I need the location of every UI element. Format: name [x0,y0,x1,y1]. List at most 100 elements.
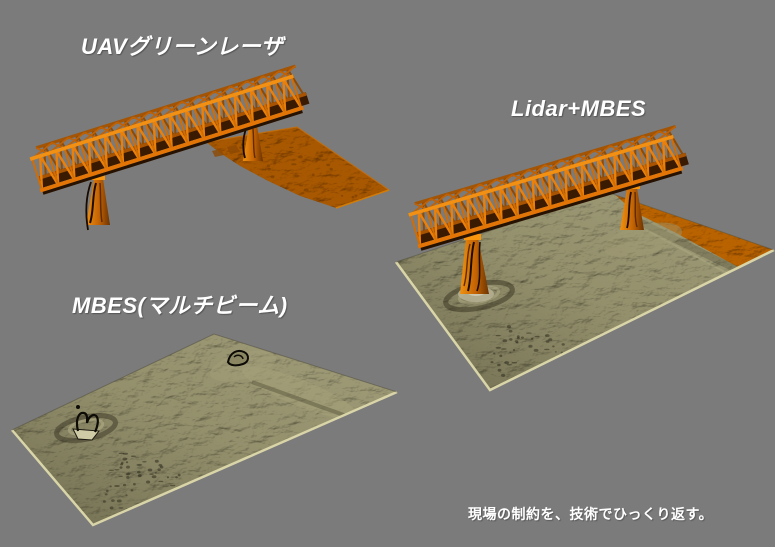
rubble-dot [122,483,127,487]
rubble-dot [109,506,114,510]
lidar-bridge-truss [408,125,689,251]
rubble-dot [106,489,109,493]
lidar-shoreline-strip [611,192,774,288]
mesh-cut-edge-highlight [394,248,775,392]
uav-pier-left [85,175,110,231]
rubble-dot [177,473,181,477]
rubble-dot [501,373,506,377]
rubble-dot [533,348,539,352]
rubble-dot [298,185,304,187]
rubble-dot [502,339,508,343]
strip-front-edge [335,189,390,209]
rubble-dot [294,174,299,178]
rubble-dot [154,459,159,463]
rubble-dot [545,340,550,343]
rubble-dot [508,329,513,333]
rubble-speckles [490,325,565,377]
lidar-mbes-render [394,125,775,392]
rubble-dot [154,472,157,474]
pier-knoll [209,350,277,382]
rubble-dot [160,465,164,469]
rubble-dot [114,485,120,487]
near-bottom-chord [39,105,304,193]
rubble-dot [507,325,511,329]
rubble-dot [136,463,143,466]
ridge-shadow [251,380,353,420]
rubble-dot [512,349,516,351]
rubble-dot [509,351,512,353]
rubble-dot [108,469,115,471]
rubble-dot [149,473,154,475]
rubble-dot [175,476,178,479]
rubble-dot [109,485,112,488]
rubble-dot [137,474,142,478]
rubble-dot [289,146,294,149]
uav-pier-right [242,122,263,161]
rubble-dot [511,362,518,364]
rubble-dot [126,472,130,476]
near-top-chord [408,134,674,217]
rubble-dot [130,455,136,457]
rubble-dot [146,480,151,484]
near-bottom-chord [417,166,684,249]
rubble-dot [118,507,124,509]
vertical-posts [31,76,303,191]
rubble-dot [318,154,323,158]
hanging-cable [242,128,247,159]
lidar-terrain-shading [396,192,774,390]
rubble-dot [270,175,275,179]
rubble-dot [102,500,106,503]
rubble-dot [520,336,524,339]
rubble-dot [514,340,519,343]
rubble-dot [266,164,270,168]
rubble-dot [504,361,510,365]
lidar-pier-left [458,234,494,302]
rubble-dot [122,452,129,455]
rubble-dot [126,475,130,479]
pier-remnant-right [226,349,249,367]
rubble-dot [326,163,330,167]
rubble-dot [528,344,533,348]
rubble-dot [499,354,503,358]
rubble-dot [137,470,141,474]
rubble-dot [298,155,303,159]
rubble-dot [147,468,153,472]
rubble-dot [291,163,297,166]
rubble-dot [526,332,532,334]
rubble-dot [130,489,134,492]
top-lateral-bracing [31,65,296,160]
mesh-back-edge [11,333,398,431]
rubble-dot [264,146,271,149]
rubble-dot [315,198,321,200]
rubble-dot [301,160,306,162]
near-top-chord [29,74,294,161]
rubble-dot [125,461,129,464]
mbes-render [11,333,398,527]
rubble-dot [329,167,333,171]
pier-remnant-left [72,405,100,441]
rubble-dot [329,205,335,208]
rubble-speckles [102,452,184,519]
rubble-dot [133,482,136,486]
rubble-dot [151,475,157,479]
rubble-dot [561,343,565,346]
rubble-dot [493,352,496,355]
uav-bridge-truss [29,64,310,195]
rubble-dot [327,189,330,192]
rubble-dot [509,338,513,341]
mesh-cut-edge-highlight [11,390,398,527]
rubble-dot [548,338,553,342]
rubble-dot [268,134,274,136]
rubble-dot [170,484,176,487]
rubble-dot [104,493,108,496]
rubble-dot [125,494,128,497]
lidar-terrain-details [443,192,774,377]
tagline-text: 現場の制約を、技術でひっくり返す。 [468,506,714,522]
rubble-dot [337,209,342,210]
rubble-dot [311,173,315,176]
rubble-dot [516,336,520,340]
label-mbes-multibeam: MBES(マルチビーム) [72,293,288,318]
rubble-dot [341,194,344,197]
strip-fragment [212,149,224,157]
